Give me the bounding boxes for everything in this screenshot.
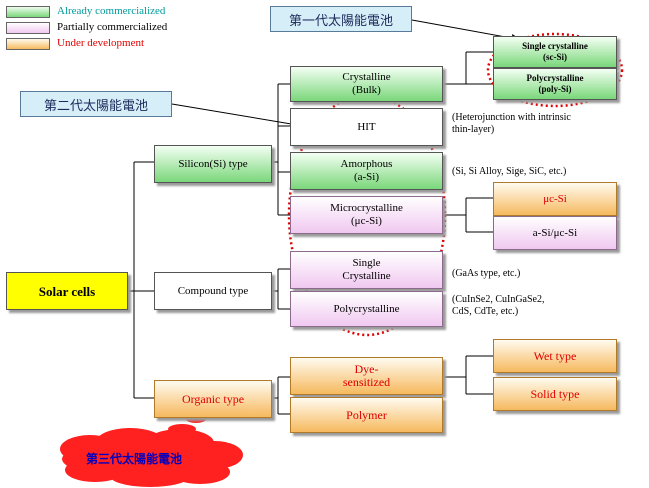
legend-label-development: Under development xyxy=(57,37,145,49)
single-crystalline-si-node: Single crystalline(sc-Si) xyxy=(493,36,617,68)
amorphous-node: Amorphous(a-Si) xyxy=(290,152,443,190)
legend-label-partial: Partially commercialized xyxy=(57,21,168,33)
a-si-uc-si-node: a-Si/μc-Si xyxy=(493,216,617,250)
second-generation-label: 第二代太陽能電池 xyxy=(20,91,172,117)
first-generation-label: 第一代太陽能電池 xyxy=(270,6,412,32)
wet-type-node: Wet type xyxy=(493,339,617,373)
crystalline-bulk-node: Crystalline(Bulk) xyxy=(290,66,443,102)
legend-swatch-development xyxy=(6,38,50,50)
amorphous-note: (Si, Si Alloy, Sige, SiC, etc.) xyxy=(452,166,567,177)
solar-cells-root: Solar cells xyxy=(6,272,128,310)
solid-type-node: Solid type xyxy=(493,377,617,411)
silicon-type-node: Silicon(Si) type xyxy=(154,145,272,183)
dye-sensitized-node: Dye-sensitized xyxy=(290,357,443,395)
legend-swatch-commercialized xyxy=(6,6,50,18)
compound-poly-note: (CuInSe2, CuInGaSe2,CdS, CdTe, etc.) xyxy=(452,294,545,317)
legend-label-commercialized: Already commercialized xyxy=(57,5,166,17)
third-generation-cloud xyxy=(60,408,243,487)
uc-si-node: μc-Si xyxy=(493,182,617,216)
polycrystalline-si-node: Polycrystalline(poly-Si) xyxy=(493,68,617,100)
hit-node: HIT xyxy=(290,108,443,146)
organic-type-node: Organic type xyxy=(154,380,272,418)
first-generation-ellipse xyxy=(486,32,624,108)
compound-type-node: Compound type xyxy=(154,272,272,310)
microcrystalline-node: Microcrystalline(μc-Si) xyxy=(290,196,443,234)
legend-swatch-partial xyxy=(6,22,50,34)
compound-single-note: (GaAs type, etc.) xyxy=(452,268,521,279)
polymer-node: Polymer xyxy=(290,397,443,433)
compound-polycrystalline-node: Polycrystalline xyxy=(290,291,443,327)
third-generation-label: 第三代太陽能電池 xyxy=(86,452,183,466)
